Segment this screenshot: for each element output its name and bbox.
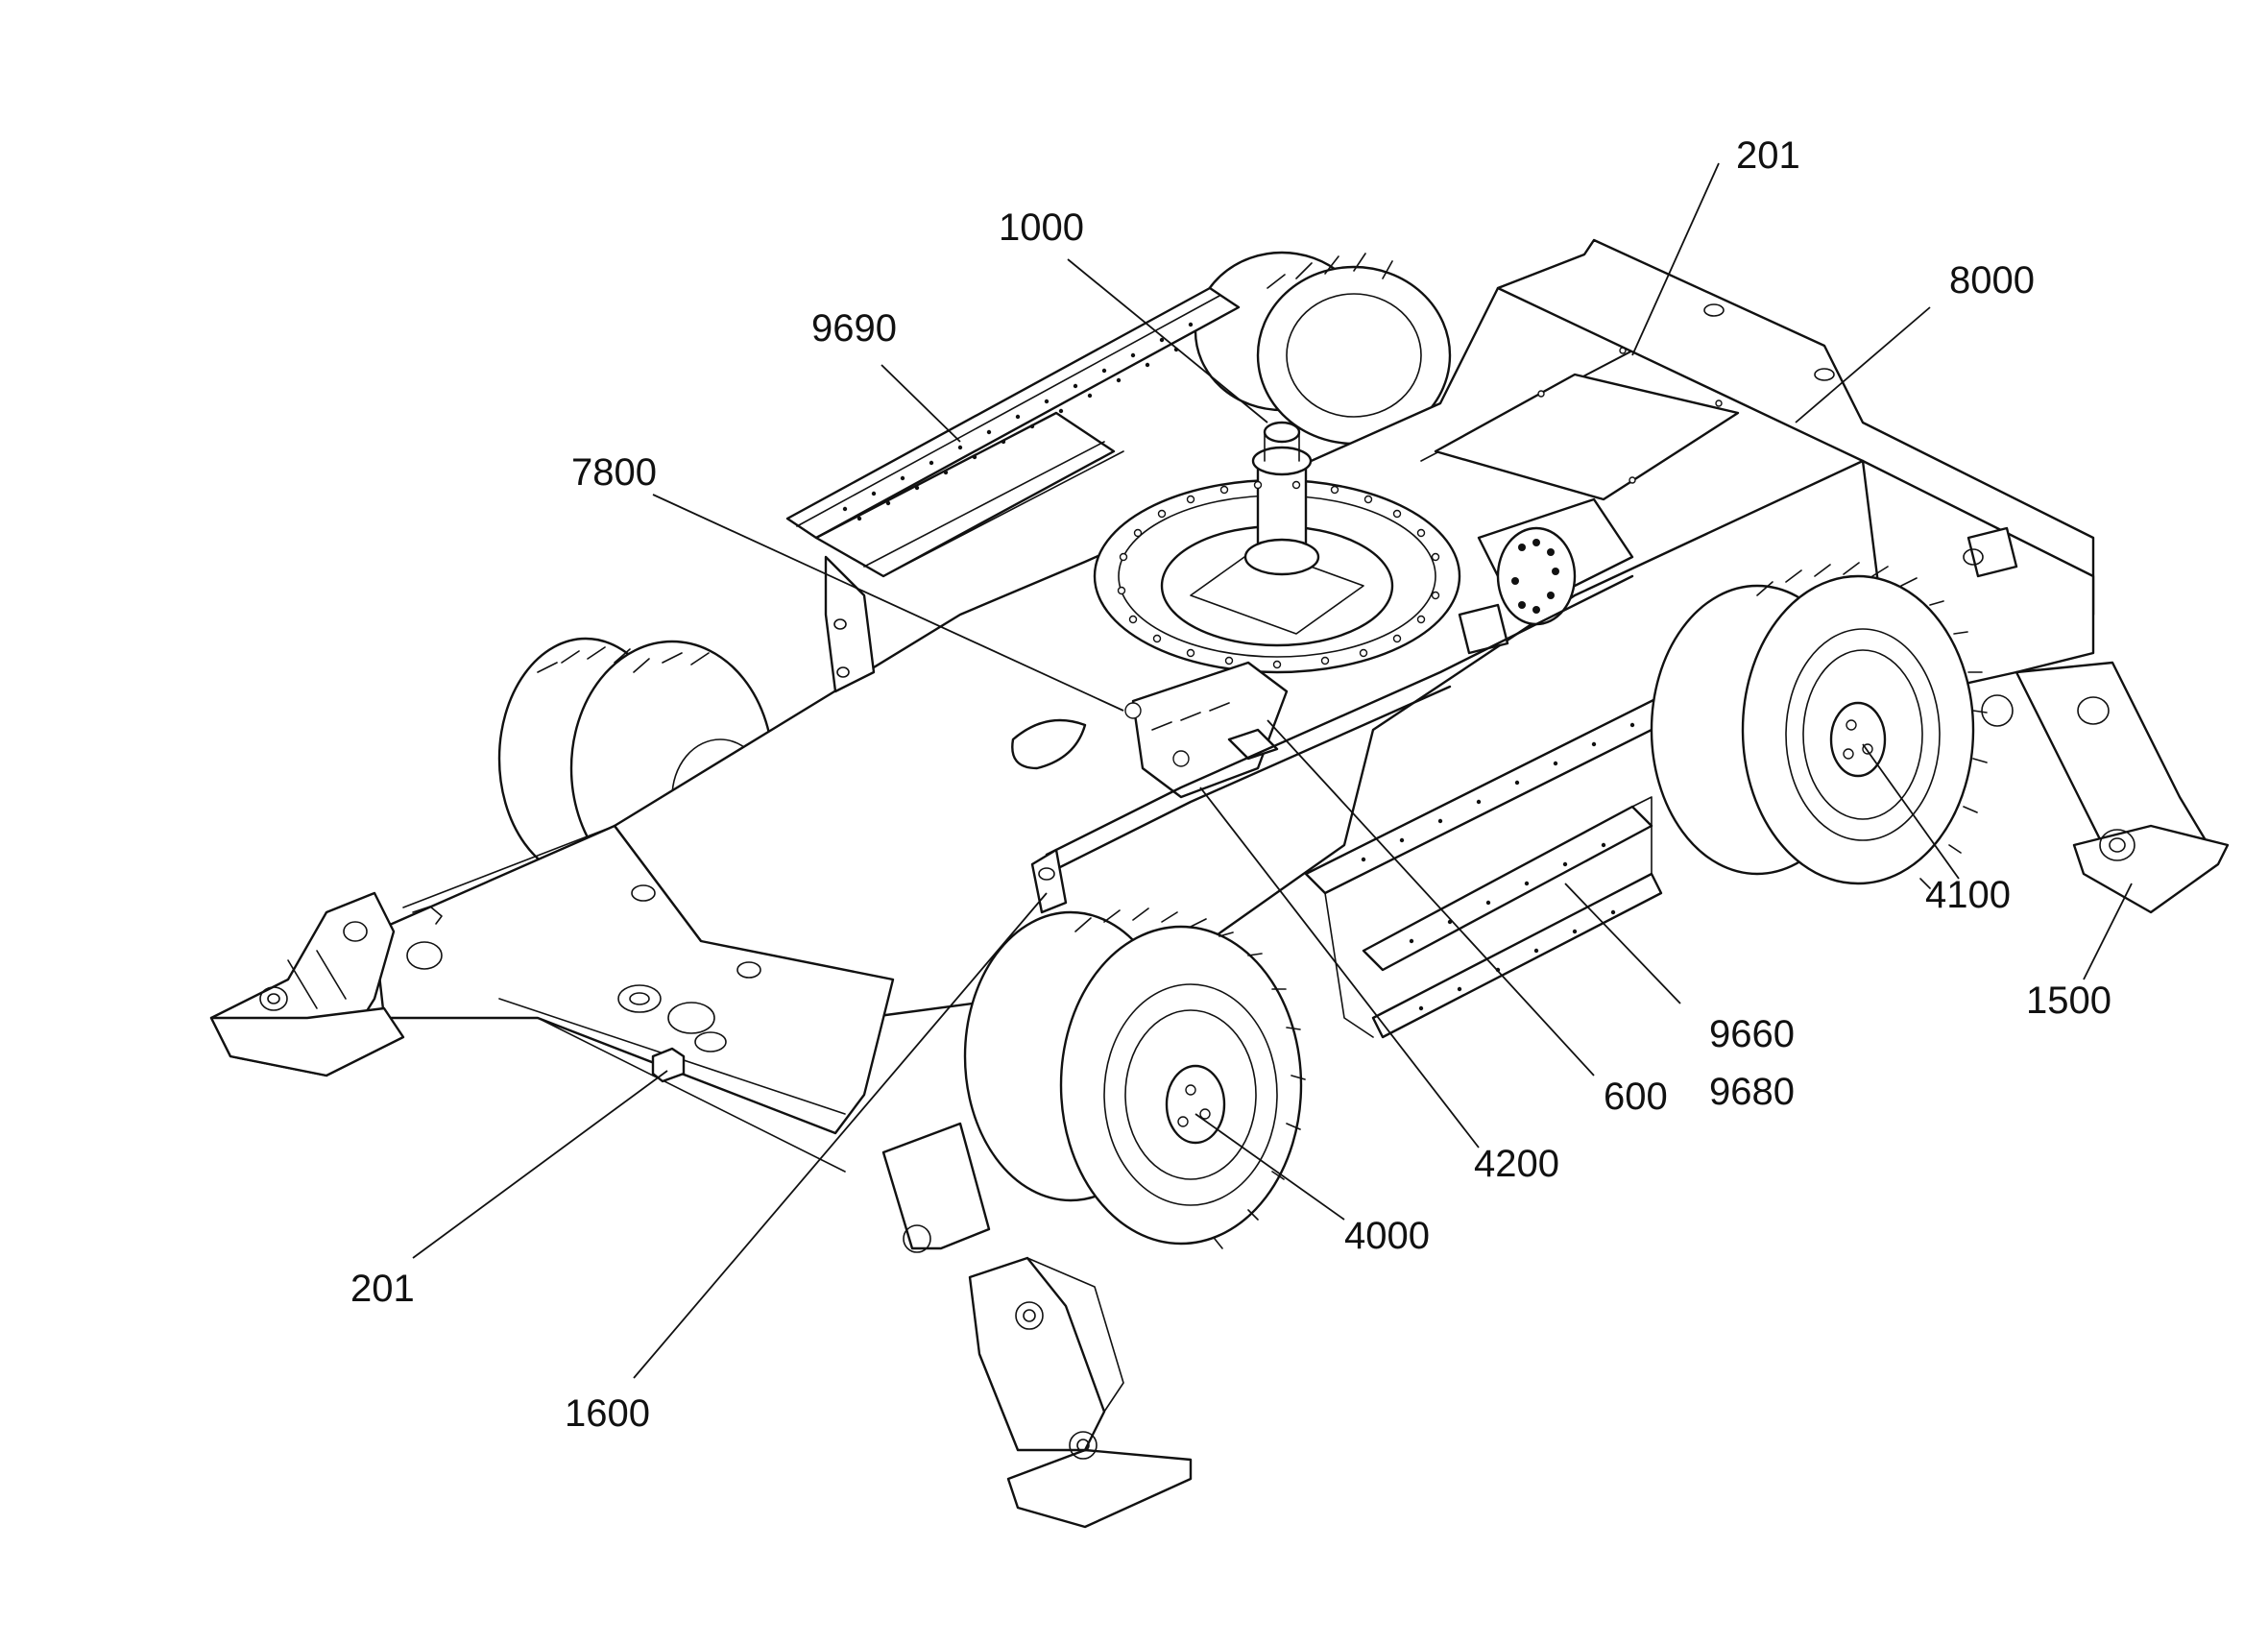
callout-4200: 4200 bbox=[1474, 1143, 1559, 1185]
walkway-9690 bbox=[785, 286, 1241, 693]
callout-9690: 9690 bbox=[811, 307, 897, 350]
leader-lines bbox=[412, 162, 2133, 1379]
bottom-outrigger bbox=[881, 1122, 1193, 1529]
callout-1600: 1600 bbox=[565, 1392, 650, 1435]
rear-left-wheel-pair bbox=[1194, 251, 1452, 446]
callout-8000: 8000 bbox=[1949, 259, 2035, 302]
callout-4100: 4100 bbox=[1925, 874, 2011, 916]
front-beam bbox=[373, 824, 895, 1173]
wheel-4100 bbox=[1650, 562, 1988, 889]
callout-9680: 9680 bbox=[1709, 1071, 1795, 1113]
callout-201-left: 201 bbox=[350, 1268, 415, 1310]
callout-4000: 4000 bbox=[1344, 1215, 1430, 1257]
ring-bolts bbox=[1117, 480, 1440, 669]
walkway-perforations bbox=[842, 322, 1194, 521]
left-front-outrigger bbox=[209, 891, 405, 1077]
hydraulic-block bbox=[1011, 661, 1289, 799]
callout-201-top: 201 bbox=[1736, 134, 1800, 177]
callout-600: 600 bbox=[1604, 1076, 1668, 1118]
callout-1500: 1500 bbox=[2026, 980, 2111, 1022]
callout-1000: 1000 bbox=[999, 206, 1084, 249]
hydraulic-hose bbox=[1030, 574, 1634, 914]
slewing-ring bbox=[1093, 421, 1461, 674]
callout-7800: 7800 bbox=[571, 451, 657, 494]
callout-labels: 201 1000 8000 9690 7800 4100 1500 9660 9… bbox=[350, 134, 2111, 1435]
wheel-4000 bbox=[963, 907, 1306, 1249]
walkway-9660-9680 bbox=[1304, 661, 1749, 1039]
rear-axle-drive bbox=[1458, 497, 1634, 655]
callout-9660: 9660 bbox=[1709, 1013, 1795, 1055]
